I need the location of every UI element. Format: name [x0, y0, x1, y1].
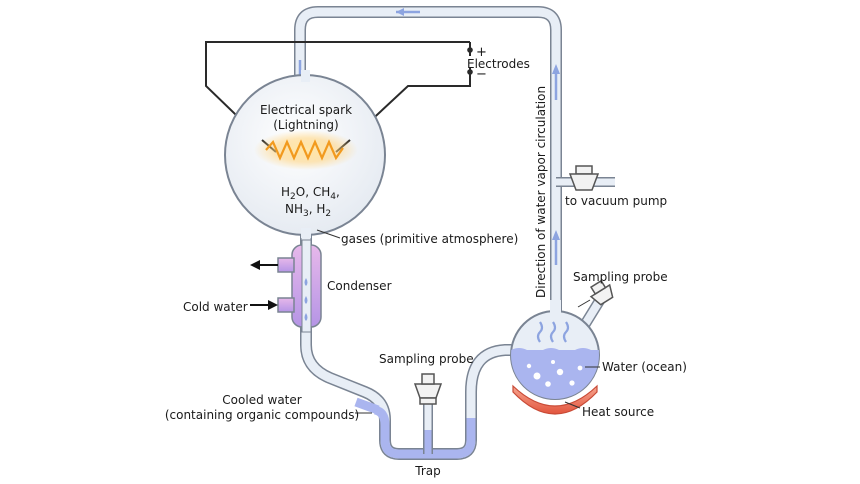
- spark-label-line2: (Lightning): [273, 118, 338, 132]
- electrode-plus-sign: +: [476, 45, 487, 60]
- cold-water-arrows: [250, 260, 278, 310]
- vacuum-pump-valve: [568, 165, 600, 191]
- spark-label-line1: Electrical spark: [260, 103, 352, 117]
- leader-lines: [316, 229, 600, 414]
- cooled-water-label-line2: (containing organic compounds): [165, 408, 359, 422]
- sampling-probe-right-label: Sampling probe: [573, 270, 668, 284]
- gas-formula-line1: H2O, CH4,: [281, 185, 340, 202]
- electrode-minus-sign: −: [476, 67, 487, 82]
- electrodes-label: Electrodes: [467, 57, 530, 71]
- ocean-flask: [510, 297, 605, 400]
- electrode-negative-terminal: [467, 69, 473, 75]
- sampling-probe-left-label: Sampling probe: [379, 352, 474, 366]
- water-ocean-label: Water (ocean): [602, 360, 687, 374]
- flask-neck-top: [301, 70, 310, 82]
- lightning-spark: [265, 139, 344, 161]
- trap-label: Trap: [414, 464, 440, 478]
- gas-formula-line2: NH3, H2: [285, 202, 331, 219]
- vapor-direction-label: Direction of water vapor circulation: [534, 86, 548, 298]
- sampling-probe-left: [413, 373, 443, 405]
- cold-water-label: Cold water: [183, 300, 248, 314]
- cooled-water-label-line1: Cooled water: [222, 393, 301, 407]
- condenser: [277, 239, 322, 333]
- flask-neck-bottom: [301, 228, 311, 238]
- condenser-label: Condenser: [327, 279, 392, 293]
- sampling-probe-right: [589, 279, 614, 306]
- gases-label: gases (primitive atmosphere): [341, 232, 518, 246]
- heat-source-label: Heat source: [582, 405, 654, 419]
- vacuum-pump-label: to vacuum pump: [565, 194, 667, 208]
- electrode-positive-terminal: [467, 47, 473, 53]
